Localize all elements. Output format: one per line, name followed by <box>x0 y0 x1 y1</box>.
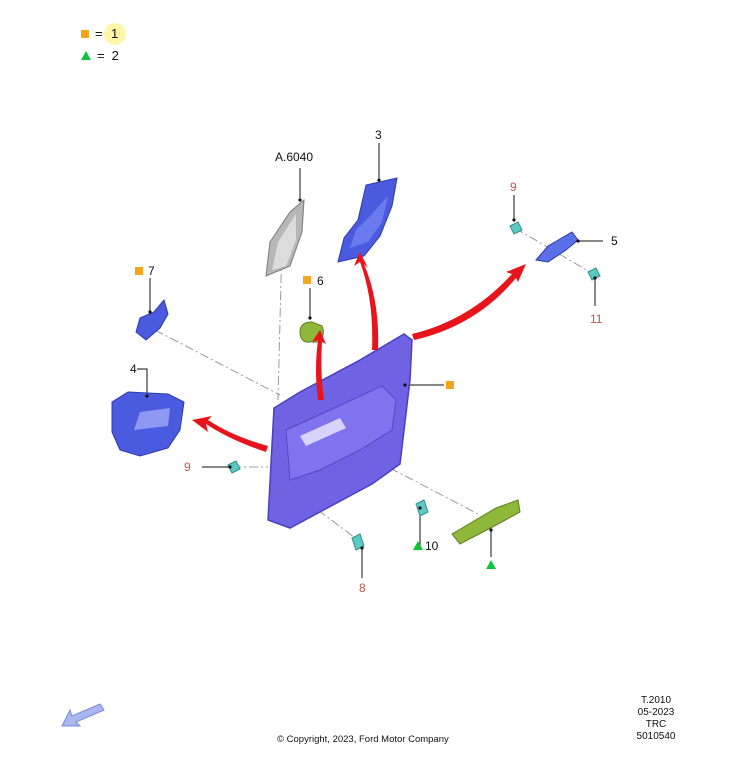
label-a6040: A.6040 <box>275 150 313 164</box>
label-part-6: 6 <box>317 274 324 288</box>
square-marker-icon <box>303 276 311 284</box>
legend-equals: = <box>95 26 103 41</box>
part-8-screw <box>351 533 365 551</box>
label-part-7: 7 <box>148 264 155 278</box>
green-trim-strip <box>451 499 521 545</box>
mirror-cover-highlight <box>272 214 296 270</box>
meta-line-3: TRC <box>645 719 667 730</box>
legend-row-triangle: = 2 <box>81 48 119 63</box>
label-part-8: 8 <box>359 581 366 595</box>
arrow-right-icon <box>412 264 526 340</box>
triangle-marker-icon <box>81 51 91 60</box>
legend-row-square: = 1 <box>81 26 120 41</box>
copyright-text: © Copyright, 2023, Ford Motor Company <box>277 734 449 745</box>
label-part-3: 3 <box>375 128 382 142</box>
triangle-marker-icon <box>486 560 496 569</box>
removal-arrows <box>192 252 526 452</box>
door-trim-armrest <box>285 385 397 481</box>
label-part-10: 10 <box>425 539 439 553</box>
part-3-bracket-face <box>350 196 388 248</box>
leader-dots <box>145 178 597 550</box>
label-part-9-left: 9 <box>184 460 191 474</box>
arrow-up-icon <box>354 252 379 350</box>
label-part-4: 4 <box>130 362 137 376</box>
label-part-5: 5 <box>611 234 618 248</box>
legend-value-highlighted[interactable]: 1 <box>110 26 119 41</box>
square-marker-icon <box>135 267 143 275</box>
part-9-clip-top <box>509 221 523 235</box>
part-11-clip <box>587 267 601 281</box>
arrow-down-left-icon <box>61 703 105 727</box>
door-trim-handle-recess <box>300 418 346 446</box>
arrow-left-icon <box>192 416 268 452</box>
triangle-marker-icon <box>413 541 423 550</box>
part-5-handle <box>535 231 579 263</box>
part-4-bezel-window <box>134 408 170 430</box>
label-part-11: 11 <box>590 312 603 326</box>
legend-value: 2 <box>111 48 119 63</box>
meta-line-4: 5010540 <box>636 731 676 742</box>
leader-lines <box>137 143 603 578</box>
part-7-bracket <box>135 298 169 341</box>
part-9-clip-left <box>227 460 241 474</box>
legend-equals: = <box>97 48 105 63</box>
arrow-up-small-icon <box>312 330 326 400</box>
part-10-clip <box>415 499 429 517</box>
square-marker-icon <box>81 29 89 38</box>
meta-line-2: 05-2023 <box>637 707 675 718</box>
meta-line-1: T.2010 <box>640 695 672 706</box>
label-part-9-top: 9 <box>510 180 517 194</box>
back-arrow-button[interactable] <box>58 700 108 735</box>
square-marker-icon <box>446 381 454 389</box>
illustration-meta: T.2010 05-2023 TRC 5010540 <box>634 695 678 743</box>
